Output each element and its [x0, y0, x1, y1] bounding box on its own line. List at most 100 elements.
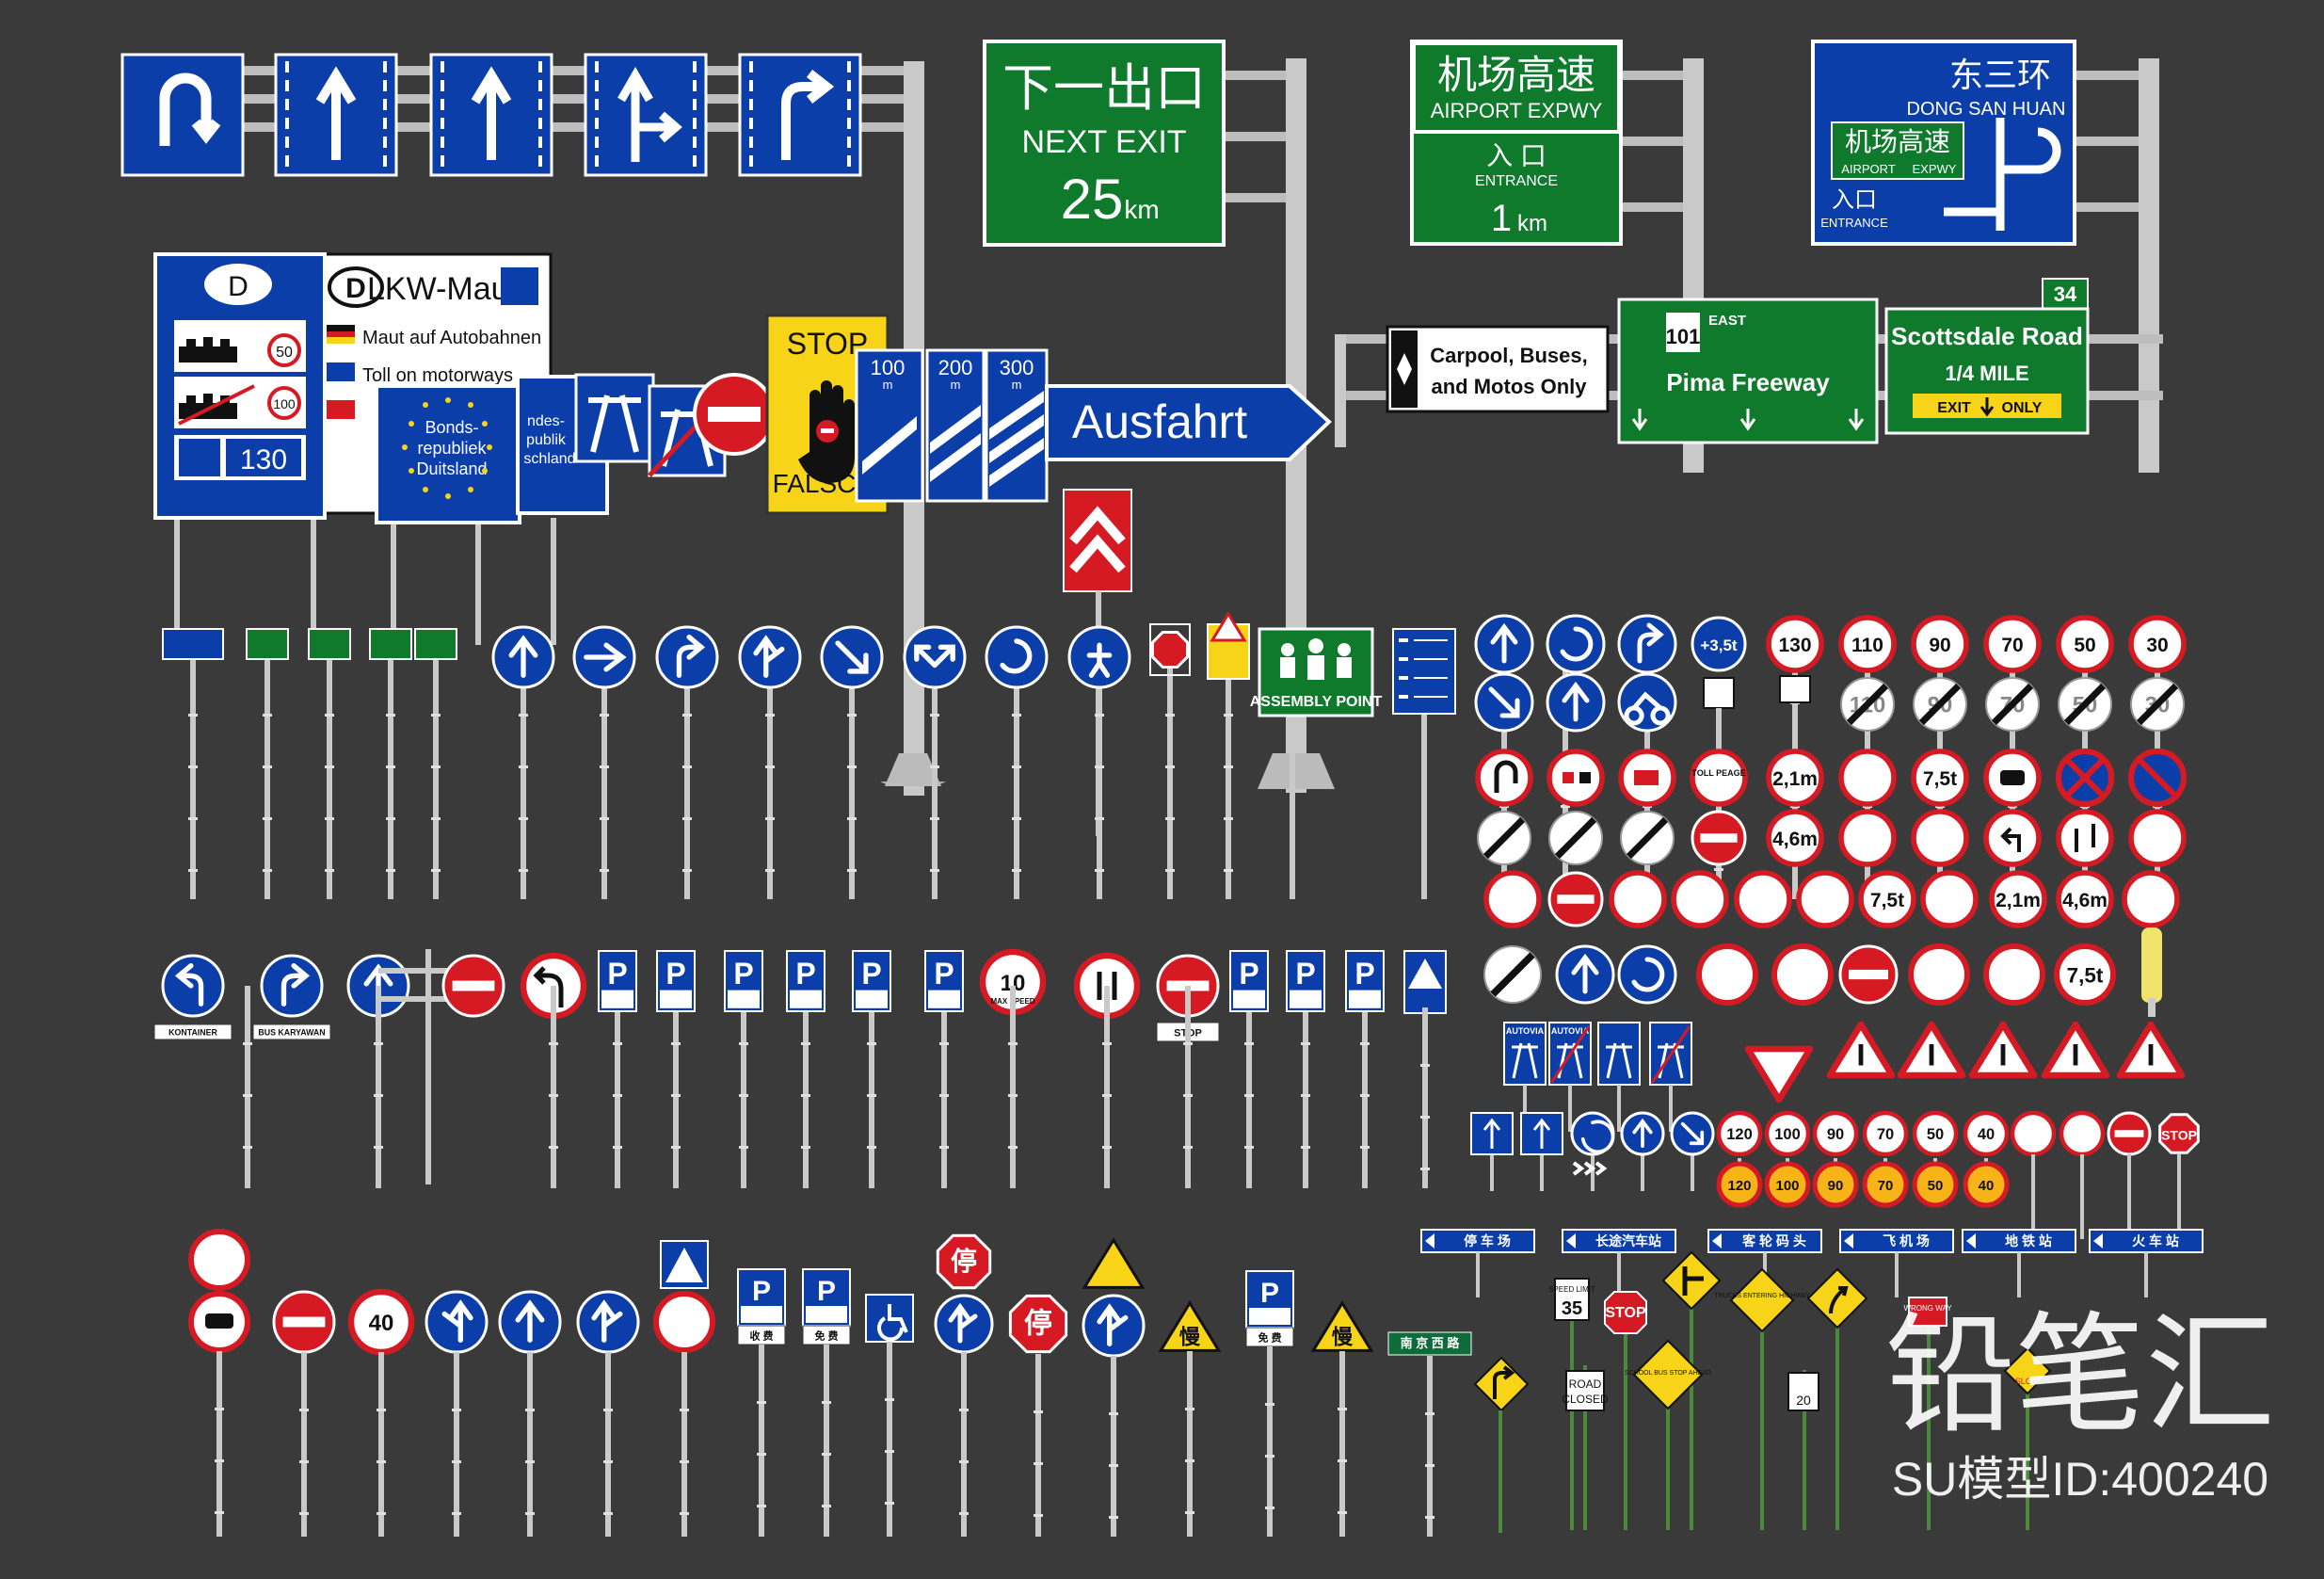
sign-pole	[245, 986, 250, 1188]
stop-plate-frame	[1149, 623, 1191, 676]
end-stripe	[1846, 683, 1889, 726]
pole-joint	[1165, 714, 1175, 717]
plate-label: 火 车 站	[2132, 1233, 2179, 1249]
sign-value: 40	[369, 1311, 394, 1336]
pole-joint	[613, 1146, 622, 1149]
sign-value: 50	[1928, 1178, 1944, 1194]
straight-arrow-icon	[471, 66, 512, 160]
sign-pole	[190, 657, 196, 899]
svg-text:ENTRANCE: ENTRANCE	[1820, 216, 1888, 230]
pole-joint	[1183, 1146, 1193, 1149]
pole-joint	[188, 765, 198, 768]
svg-text:35: 35	[1562, 1298, 1582, 1319]
sign-pole	[1427, 1356, 1433, 1537]
straight-right-sign	[738, 625, 802, 689]
truck-icon	[1634, 770, 1659, 785]
car-icon	[1563, 772, 1574, 783]
pima-freeway-sign: 101 EAST Pima Freeway	[1617, 298, 1879, 444]
pole-joint	[1102, 1146, 1112, 1149]
pole-joint	[549, 1146, 558, 1149]
junction-arrow-icon	[1944, 118, 2061, 231]
pole-joint	[603, 1409, 613, 1411]
pedestrian-icon	[1086, 642, 1113, 678]
lane-sign	[1470, 1112, 1514, 1155]
parking-sign: P	[924, 950, 964, 1012]
sign-pole	[1669, 1085, 1673, 1132]
warning-triangle-sign	[2116, 1021, 2186, 1079]
pole-joint	[1265, 1403, 1274, 1406]
parking-letter: P	[665, 957, 685, 991]
sign-pole	[454, 1352, 459, 1537]
diag-down-right-sign	[1670, 1111, 1715, 1156]
svg-text:50: 50	[276, 345, 293, 361]
up-arrow-sign	[1620, 1111, 1665, 1156]
turn-left-sign	[161, 954, 225, 1018]
pole-joint	[549, 1094, 558, 1097]
pole-joint	[1012, 869, 1021, 872]
no-overtaking-sign	[1547, 749, 1605, 807]
no-cycling-sign	[2122, 870, 2180, 928]
row3-pole-signs: 40P收 费P免 费停停慢P免 费慢南 京 西 路	[188, 1229, 1530, 1537]
roundabout-sign	[1617, 944, 1677, 1005]
turn-right-sign	[1617, 614, 1677, 674]
svg-text:200: 200	[938, 356, 973, 379]
pole-joint	[930, 714, 939, 717]
parking-letter: P	[817, 1276, 836, 1307]
pole-joint	[1360, 1042, 1370, 1045]
sign-value: 50	[1927, 1126, 1944, 1143]
parking-sign: P	[598, 950, 637, 1012]
arrow-icon	[1483, 1118, 1501, 1149]
svg-text:Carpool, Buses,: Carpool, Buses,	[1430, 344, 1587, 367]
sign-pole	[2177, 1154, 2181, 1239]
speed-limit-sign-yellow: 100	[1764, 1161, 1811, 1208]
pole-joint	[930, 765, 939, 768]
sign-pole	[803, 986, 809, 1188]
sign-value: 2,1m	[1995, 890, 2041, 911]
sign-pole	[2031, 1154, 2035, 1239]
pole-joint	[525, 1409, 535, 1411]
svg-text:LKW-Maut: LKW-Maut	[367, 271, 519, 307]
pole-joint	[1420, 1064, 1430, 1067]
warning-triangle-sign	[1897, 1021, 1966, 1079]
svg-text:km: km	[1517, 211, 1547, 236]
no-entry-bar	[1849, 969, 1888, 980]
roundabout-icon	[1631, 957, 1665, 992]
pole-joint	[603, 1512, 613, 1515]
pole-joint	[1034, 1410, 1043, 1413]
parking-sign: P	[656, 950, 696, 1012]
sign-pole	[681, 1352, 687, 1537]
no-entry-bar	[282, 1316, 326, 1328]
bollard	[2141, 927, 2162, 1003]
pole-joint	[1338, 1459, 1347, 1462]
pole-joint	[1034, 1462, 1043, 1465]
no-lorries-sign	[1796, 870, 1854, 928]
pole-joint	[519, 869, 528, 872]
stop-label: 停	[951, 1246, 977, 1276]
sign-value: 70	[1877, 1126, 1894, 1143]
pole-joint	[757, 1453, 766, 1456]
speed-limit-sign: 50	[1912, 1110, 1959, 1157]
autovia-label: AUTOVIA	[1506, 1026, 1545, 1036]
pole-joint	[739, 1094, 748, 1097]
sign-pole	[1362, 986, 1368, 1188]
us-small-signs: SPEED LIMIT 35 STOP ROAD CLOSED TRUCKS E…	[1548, 1250, 2052, 1530]
pole-joint	[1301, 1042, 1310, 1045]
pole-joint	[613, 1094, 622, 1097]
pole-joint	[682, 765, 692, 768]
split-sign	[903, 625, 967, 689]
straight-right-icon	[753, 635, 785, 678]
speed-limit-sign: 70	[1862, 1110, 1909, 1157]
pole-joint	[549, 1042, 558, 1045]
svg-text:机场高速: 机场高速	[1437, 53, 1595, 97]
svg-text:FALSC: FALSC	[773, 469, 857, 498]
priority-oncoming-sign	[1983, 943, 2045, 1006]
svg-text:25: 25	[1061, 168, 1124, 231]
svg-text:Duitsland: Duitsland	[416, 459, 487, 478]
pole-joint	[1420, 1168, 1430, 1170]
sign-pole	[388, 657, 393, 899]
speed-limit-sign: 90	[1812, 1110, 1859, 1157]
up-arrow-icon	[515, 1299, 545, 1343]
stop-label: STOP	[2161, 1128, 2197, 1143]
end-of-limit-sign: 90	[1913, 677, 1967, 732]
pole-joint	[1425, 1412, 1434, 1415]
